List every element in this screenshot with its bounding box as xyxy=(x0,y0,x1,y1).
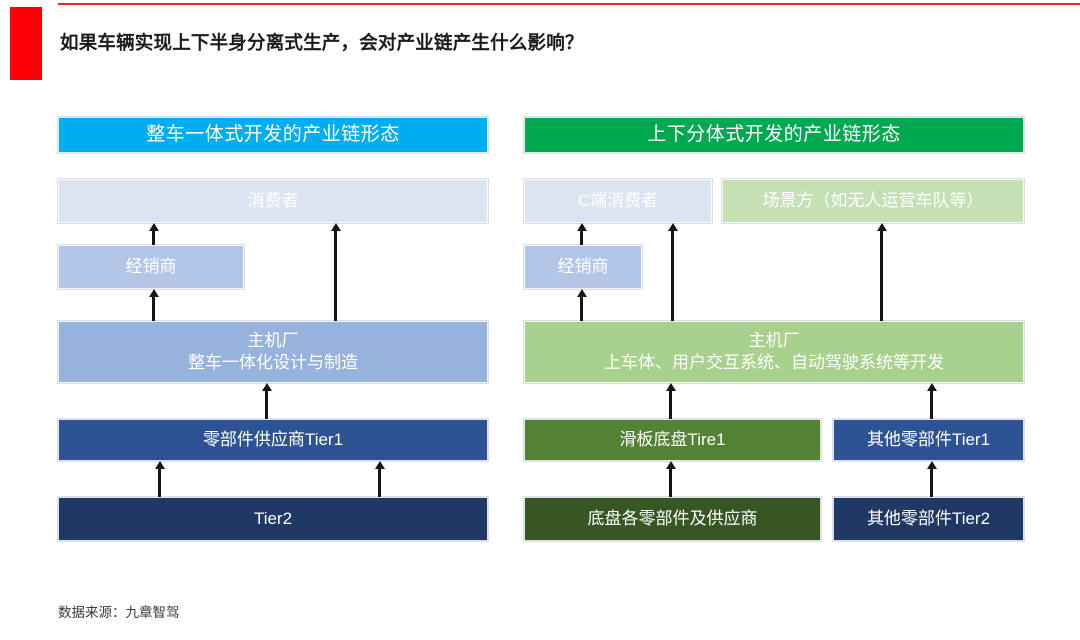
page-title: 如果车辆实现上下半身分离式生产，会对产业链产生什么影响？ xyxy=(60,32,584,53)
left-arrow-tier2-to-tier1-b xyxy=(378,468,381,497)
right-panel-header: 上下分体式开发的产业链形态 xyxy=(523,116,1025,154)
left-node-consumer-label: 消费者 xyxy=(247,191,299,211)
right-node-other-tier2-label: 其他零部件Tier2 xyxy=(866,509,991,529)
right-node-other-tier2: 其他零部件Tier2 xyxy=(832,496,1025,542)
right-node-skateboard-tier1-label: 滑板底盘Tire1 xyxy=(619,430,726,450)
right-panel-header-label: 上下分体式开发的产业链形态 xyxy=(647,123,901,145)
right-node-oem-sublabel: 上车体、用户交互系统、自动驾驶系统等开发 xyxy=(604,353,944,372)
left-node-dealer-label: 经销商 xyxy=(125,257,177,277)
left-node-tier1-label: 零部件供应商Tier1 xyxy=(202,430,344,450)
right-arrow-other-tier2-to-tier1 xyxy=(930,468,933,497)
right-node-oem-label: 主机厂 xyxy=(748,331,800,351)
left-arrow-dealer-to-consumer xyxy=(152,230,155,245)
right-node-other-tier1-label: 其他零部件Tier1 xyxy=(866,430,991,450)
left-node-tier2: Tier2 xyxy=(57,496,489,542)
left-node-tier2-label: Tier2 xyxy=(253,509,293,529)
right-node-c-consumer: C端消费者 xyxy=(523,178,713,224)
right-node-skateboard-tier1: 滑板底盘Tire1 xyxy=(523,418,822,462)
right-node-oem: 主机厂 上车体、用户交互系统、自动驾驶系统等开发 xyxy=(523,320,1025,384)
left-arrow-oem-to-consumer xyxy=(334,230,337,321)
left-arrow-tier1-to-oem xyxy=(265,390,268,419)
left-node-oem-label: 主机厂 xyxy=(247,331,299,351)
right-arrow-other-tier1-to-oem xyxy=(930,390,933,419)
right-node-other-tier1: 其他零部件Tier1 xyxy=(832,418,1025,462)
right-node-scenario-party: 场景方（如无人运营车队等） xyxy=(721,178,1025,224)
right-arrow-skateboard-to-oem xyxy=(669,390,672,419)
top-rule xyxy=(58,3,1080,5)
source-note: 数据来源：九章智驾 xyxy=(58,605,180,621)
right-node-scenario-party-label: 场景方（如无人运营车队等） xyxy=(762,191,984,211)
left-panel-header: 整车一体式开发的产业链形态 xyxy=(57,116,489,154)
left-node-tier1: 零部件供应商Tier1 xyxy=(57,418,489,462)
right-arrow-oem-to-scenario-party xyxy=(880,230,883,321)
left-node-consumer: 消费者 xyxy=(57,178,489,224)
left-node-oem-sublabel: 整车一体化设计与制造 xyxy=(188,353,358,372)
right-node-dealer: 经销商 xyxy=(523,244,643,290)
right-arrow-oem-to-dealer xyxy=(580,296,583,321)
left-node-oem: 主机厂 整车一体化设计与制造 xyxy=(57,320,489,384)
right-arrow-chassis-to-skateboard xyxy=(669,468,672,497)
left-arrow-tier2-to-tier1-a xyxy=(158,468,161,497)
right-node-dealer-label: 经销商 xyxy=(557,257,609,277)
right-arrow-dealer-to-c-consumer xyxy=(580,230,583,245)
right-node-c-consumer-label: C端消费者 xyxy=(577,191,659,211)
left-node-dealer: 经销商 xyxy=(57,244,245,290)
red-accent-tab xyxy=(10,7,42,80)
left-arrow-oem-to-dealer xyxy=(152,296,155,321)
right-node-chassis-parts: 底盘各零部件及供应商 xyxy=(523,496,822,542)
left-panel-header-label: 整车一体式开发的产业链形态 xyxy=(146,123,400,145)
right-node-chassis-parts-label: 底盘各零部件及供应商 xyxy=(587,509,758,529)
right-arrow-oem-to-c-consumer xyxy=(671,230,674,321)
